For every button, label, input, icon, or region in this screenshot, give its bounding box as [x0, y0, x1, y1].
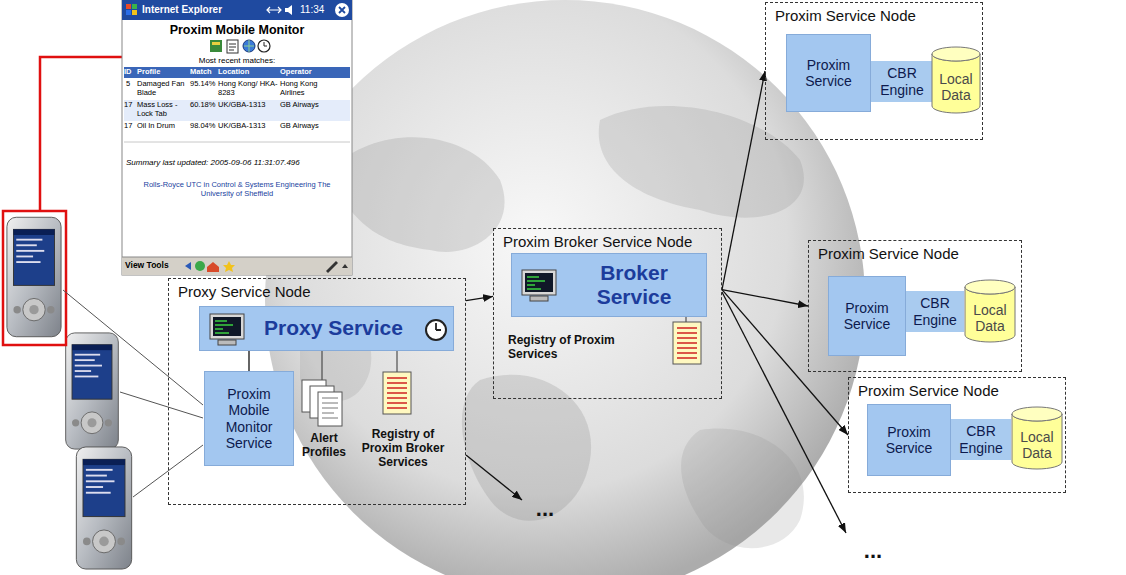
monitor-base	[218, 340, 236, 345]
table-cell: Damaged Fan Blade	[137, 80, 189, 97]
node-label: Proxim Service	[871, 424, 947, 456]
service-node-group: Proxim Service NodeProxim ServiceCBR Eng…	[808, 240, 1022, 372]
screenshot-frame	[122, 0, 352, 275]
highlight-frame	[3, 211, 66, 345]
engine-band: CBR Engine	[906, 291, 964, 332]
node-heading: Proxim Service Node	[858, 382, 999, 399]
menu-label: View Tools	[125, 261, 180, 271]
node-label: Proxim Service	[790, 57, 867, 89]
cylinder-body	[932, 54, 980, 113]
service-box: Broker Service	[511, 253, 707, 317]
table-cell: UK/GBA-1313	[218, 122, 278, 131]
connector-arrow	[466, 296, 493, 300]
table-cell: 95.14%	[190, 80, 218, 89]
ellipsis: ...	[850, 538, 896, 563]
cylinder-body	[965, 287, 1015, 342]
engine-band: CBR Engine	[951, 419, 1011, 460]
node-label: Proxim Service	[832, 300, 902, 332]
node-label: Local Data	[932, 71, 980, 103]
credit-note: Rolls-Royce UTC in Control & Systems Eng…	[126, 181, 348, 198]
monitor-base	[530, 296, 548, 301]
node-label: CBR Engine	[873, 65, 931, 97]
monitor-screen	[213, 317, 241, 336]
service-box: Proxim Service	[867, 404, 951, 476]
monitor-case	[210, 314, 244, 339]
cylinder-top	[965, 280, 1015, 294]
service-node-group: Proxim Service NodeProxim ServiceCBR Eng…	[765, 2, 983, 140]
status-note: Summary last updated: 2005-09-06 11:31:0…	[126, 158, 348, 167]
node-label: Proxim Mobile Monitor Service	[208, 386, 290, 450]
service-box: Proxy Service	[199, 306, 454, 351]
connector-arrow	[248, 351, 249, 371]
clock-hands	[436, 323, 441, 330]
connector-arrow	[722, 71, 765, 290]
clock-icon	[424, 318, 448, 342]
table-cell: 17	[124, 101, 138, 110]
device-link	[63, 290, 203, 497]
table-cell: Mass Loss - Lock Tab	[137, 101, 189, 118]
continuation-arrow	[466, 292, 846, 533]
table-header: Location	[218, 68, 278, 77]
node-heading: Proxim Service Node	[775, 7, 916, 24]
node-heading: Proxy Service Node	[178, 283, 311, 300]
callout-line	[40, 57, 122, 211]
table-cell: Hong Kong/ HKA-8283	[218, 80, 278, 97]
monitor-screen	[525, 273, 553, 292]
service-box: Proxim Service	[828, 276, 906, 356]
data-cylinder: Local Data	[964, 279, 1016, 343]
node-label: Broker Service	[570, 261, 698, 309]
service-node-group: Proxim Service NodeProxim ServiceCBR Eng…	[848, 377, 1066, 493]
table-cell: 5	[126, 80, 138, 89]
service-box: Proxim Service	[786, 34, 871, 112]
service-node-group: Proxy Service NodeProxy ServiceProxim Mo…	[168, 278, 466, 505]
globe	[265, 0, 865, 575]
cylinder-top	[932, 47, 980, 61]
pda-device	[7, 217, 132, 569]
service-node-group: Proxim Broker Service NodeBroker Service	[493, 228, 722, 399]
ellipsis: ...	[522, 496, 568, 521]
engine-band: CBR Engine	[871, 61, 933, 102]
table-cell: Hong Kong Airlines	[280, 80, 336, 97]
table-cell: UK/GBA-1313	[218, 101, 278, 110]
computer-icon	[206, 310, 254, 350]
table-caption: Most recent matches:	[122, 56, 352, 65]
table-header: Profile	[137, 68, 189, 77]
table-cell: 98.04%	[190, 122, 218, 131]
table-header: Operator	[280, 68, 342, 77]
document-stack-icon	[302, 380, 342, 426]
clock-time: 11:34	[300, 4, 332, 16]
computer-icon	[518, 266, 566, 306]
data-cylinder: Local Data	[931, 46, 981, 114]
clock-face	[426, 320, 446, 340]
icon-label: Alert Profiles	[296, 432, 352, 460]
table-header: ID	[124, 68, 138, 77]
table-cell: GB Airways	[280, 101, 336, 110]
node-label: CBR Engine	[953, 423, 1009, 455]
cylinder-top	[1012, 407, 1062, 421]
icon-label: Registry of Proxim Broker Services	[360, 428, 446, 469]
table-cell: Oil In Drum	[137, 122, 189, 131]
node-label: Proxy Service	[264, 316, 403, 340]
screen-lines	[215, 321, 233, 333]
screen-lines	[527, 277, 545, 289]
node-heading: Proxim Service Node	[818, 245, 959, 262]
cylinder-body	[1012, 414, 1062, 469]
service-box: Proxim Mobile Monitor Service	[204, 371, 294, 466]
screen-title: Internet Explorer	[142, 4, 252, 16]
table-cell: 60.18%	[190, 101, 218, 110]
data-cylinder: Local Data	[1011, 406, 1063, 470]
icon-label: Registry of Proxim Services	[508, 334, 658, 362]
table-cell: 17	[124, 122, 138, 131]
node-label: Local Data	[1012, 429, 1062, 461]
node-label: Local Data	[965, 302, 1015, 334]
table-cell: GB Airways	[280, 122, 336, 131]
node-heading: Proxim Broker Service Node	[503, 233, 692, 250]
monitor-case	[522, 270, 556, 295]
node-label: CBR Engine	[908, 295, 962, 327]
app-title: Proxim Mobile Monitor	[122, 23, 352, 37]
table-header: Match	[190, 68, 218, 77]
